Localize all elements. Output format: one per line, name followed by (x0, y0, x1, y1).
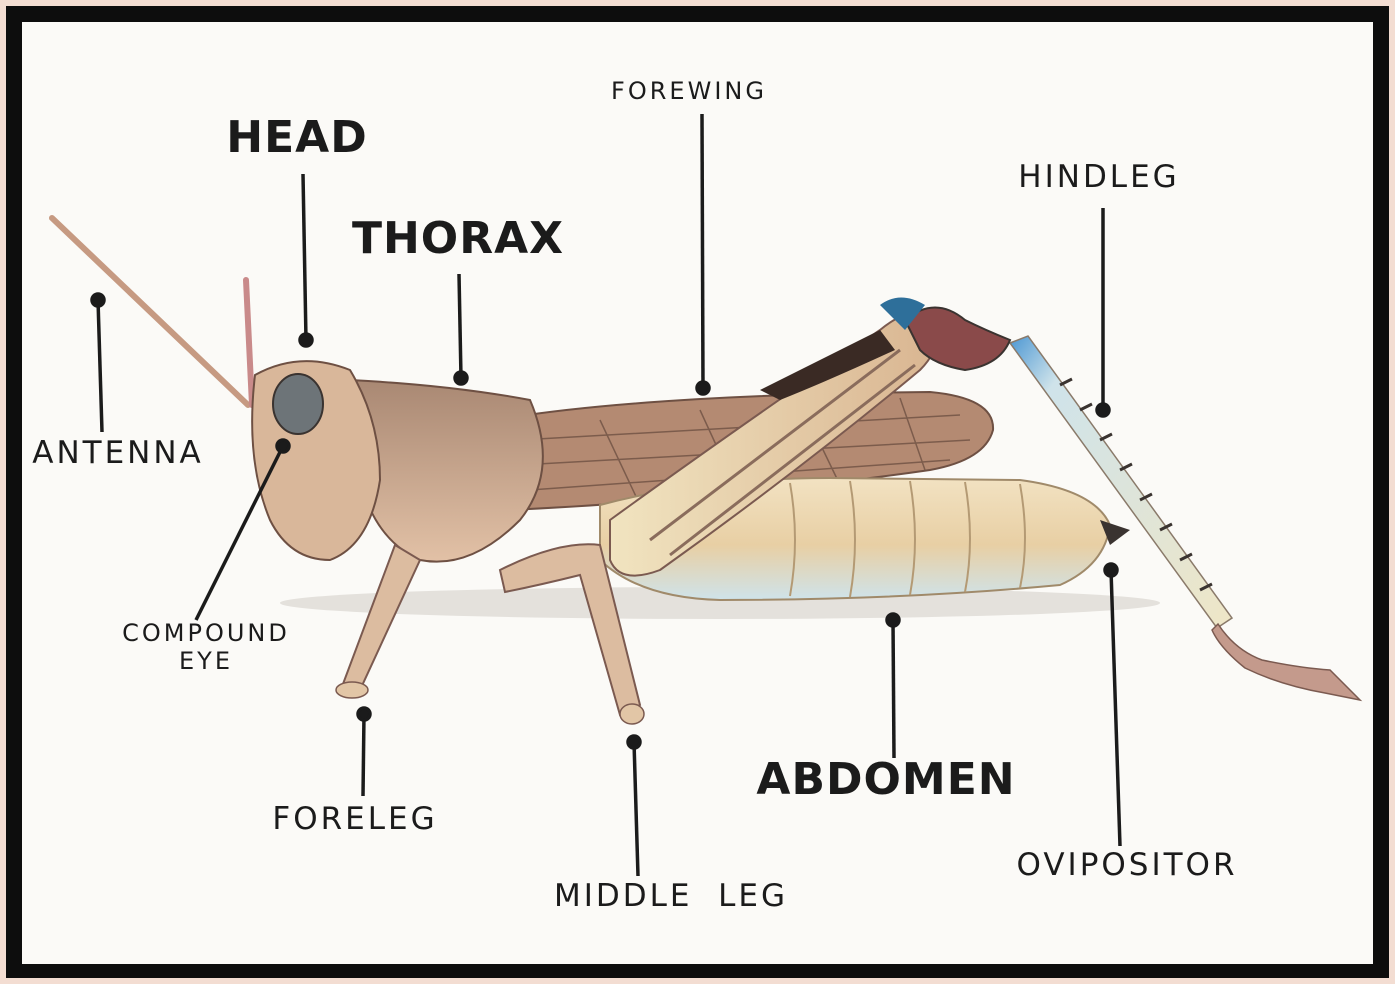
label-compound-eye-line1: COMPOUND (122, 619, 290, 647)
antenna-long (52, 218, 248, 405)
hind-tarsus (1212, 624, 1360, 700)
label-middle-leg: MIDDLE LEG (554, 879, 788, 915)
label-thorax: THORAX (352, 214, 564, 265)
antenna-short (246, 280, 252, 405)
middle-leg-foot (620, 704, 644, 724)
label-ovipositor: OVIPOSITOR (1017, 848, 1238, 884)
label-head: HEAD (226, 113, 367, 164)
label-forewing: FOREWING (611, 78, 767, 106)
label-foreleg: FORELEG (272, 802, 437, 838)
foreleg-foot (336, 682, 368, 698)
label-compound-eye-line2: EYE (179, 647, 233, 675)
label-antenna: ANTENNA (32, 436, 204, 472)
compound-eye (273, 374, 323, 434)
label-abdomen: ABDOMEN (756, 755, 1015, 806)
foreleg (340, 545, 420, 692)
label-hindleg: HINDLEG (1018, 160, 1179, 196)
label-compound-eye: COMPOUND EYE (122, 620, 290, 675)
